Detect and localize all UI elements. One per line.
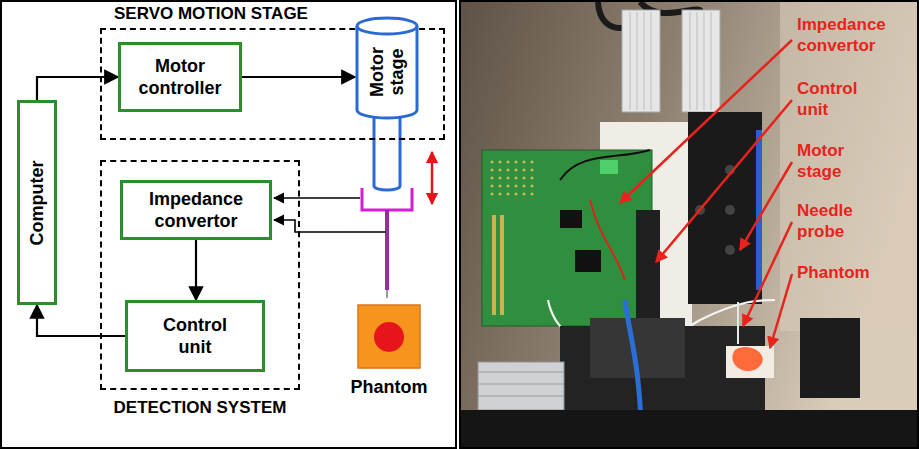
- leader-arrow: [620, 40, 792, 348]
- group-heading: DETECTION SYSTEM: [102, 398, 298, 418]
- box-label: Impedance convertor: [140, 188, 252, 232]
- flow-arrow: [242, 76, 355, 78]
- callout-label: Motor stage: [797, 140, 877, 182]
- process-box: Control unit: [125, 300, 265, 372]
- setup-photo: [460, 1, 918, 448]
- phantom-shape: [345, 304, 433, 370]
- process-box: Motor controller: [118, 42, 242, 112]
- dashed-group: DETECTION SYSTEMImpedance convertorContr…: [100, 160, 300, 390]
- flow-arrow: [195, 240, 197, 300]
- rotated-label: Motor stage: [367, 37, 407, 107]
- motion-arrow: [431, 152, 434, 204]
- callout-label: Phantom: [797, 262, 907, 283]
- flow-arrow: [37, 77, 118, 100]
- rotated-label: Computer: [27, 108, 47, 298]
- dashed-group: SERVO MOTION STAGEMotor controllerMotor …: [100, 28, 445, 140]
- box-label: Control unit: [155, 314, 235, 358]
- callout-label: Needle probe: [797, 200, 877, 242]
- phantom-label: Phantom: [345, 376, 433, 398]
- callout-label: Impedance convertor: [797, 14, 915, 56]
- signal-wire: [274, 198, 386, 232]
- process-box: Computer: [17, 100, 57, 305]
- phantom-block: Phantom: [345, 304, 433, 402]
- motor-cylinder: Motor stage: [355, 16, 419, 120]
- callout-label: Control unit: [797, 78, 877, 120]
- right-panel-frame: [460, 1, 918, 448]
- box-label: Motor controller: [125, 55, 235, 99]
- process-box: Impedance convertor: [120, 180, 272, 240]
- group-heading: SERVO MOTION STAGE: [114, 4, 308, 24]
- flow-arrow: [37, 305, 125, 336]
- left-panel-frame: [1, 1, 456, 448]
